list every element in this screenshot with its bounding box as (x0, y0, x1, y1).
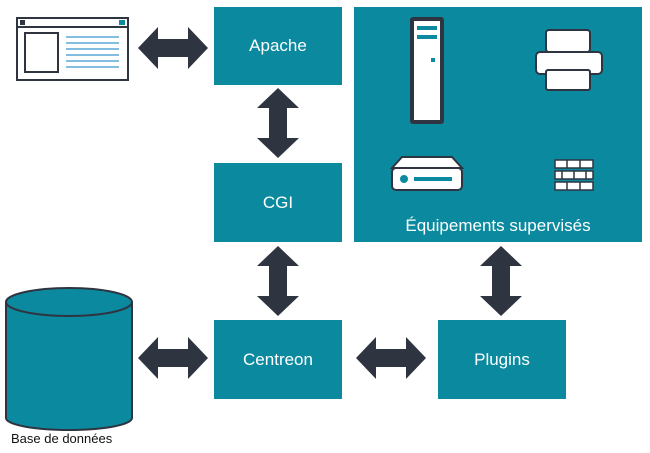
printer-icon (535, 29, 603, 91)
centreon-label: Centreon (243, 349, 313, 369)
apache-node: Apache (214, 7, 342, 85)
arrow-apache-cgi (257, 88, 299, 158)
server-tower-icon (410, 17, 444, 124)
arrow-centreon-plugins (356, 337, 426, 379)
equipments-label: Équipements supervisés (405, 216, 591, 235)
database-cylinder-icon (5, 287, 133, 431)
database-label: Base de données (11, 431, 113, 446)
arrow-browser-apache (138, 27, 208, 69)
plugins-label: Plugins (474, 349, 530, 369)
cgi-node: CGI (214, 163, 342, 242)
browser-window-icon (16, 17, 129, 81)
centreon-node: Centreon (214, 320, 342, 399)
cgi-label: CGI (262, 192, 294, 212)
arrow-equipments-plugins (480, 246, 522, 316)
storage-device-icon (389, 156, 465, 191)
plugins-node: Plugins (438, 320, 566, 399)
network-switch-icon (554, 159, 594, 191)
equipments-node: Équipements supervisés (354, 7, 642, 242)
arrow-cgi-centreon (257, 246, 299, 316)
arrow-database-centreon (138, 337, 208, 379)
apache-label: Apache (249, 36, 307, 55)
